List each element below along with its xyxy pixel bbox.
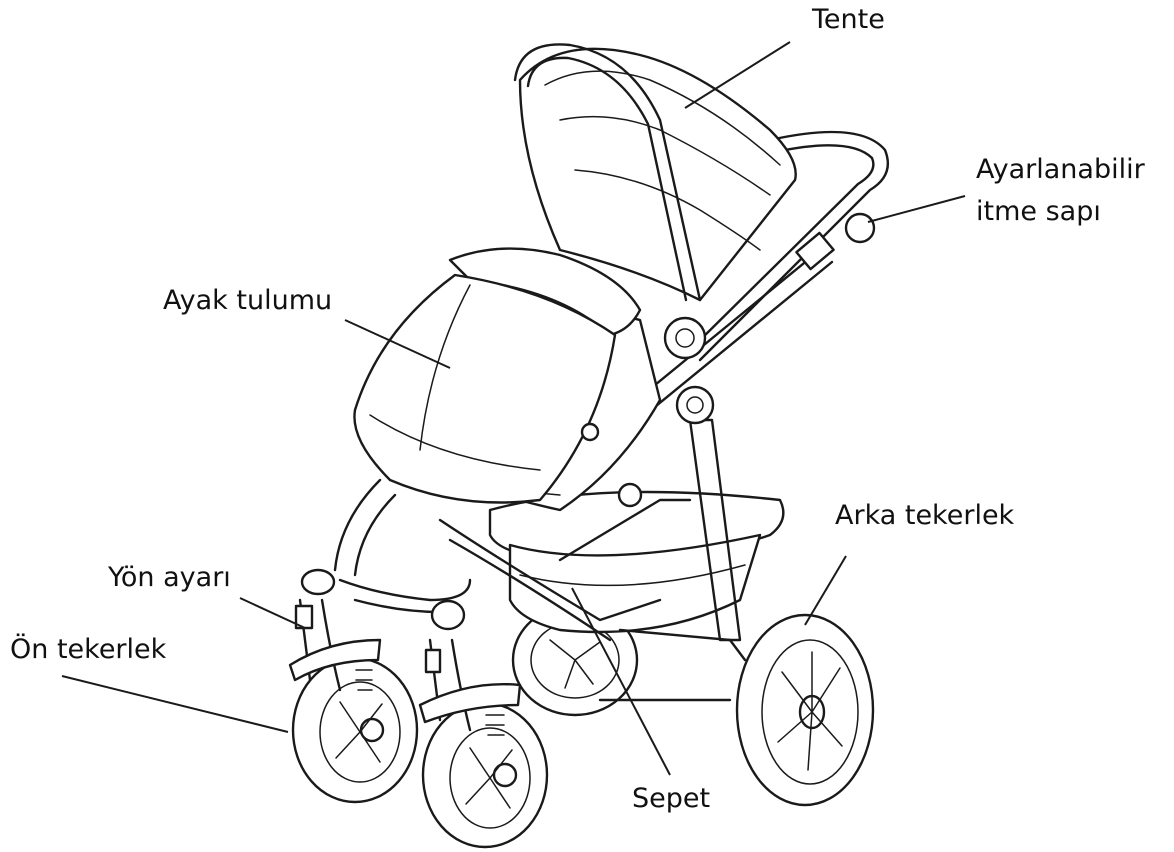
label-rear-wheel: Arka tekerlek <box>835 498 1014 534</box>
label-footmuff: Ayak tulumu <box>163 283 332 319</box>
leader-tente <box>685 42 790 108</box>
label-basket: Sepet <box>632 781 710 817</box>
label-push-handle-line2: itme sapı <box>976 194 1101 230</box>
leader-rear-wheel <box>805 556 846 625</box>
label-front-wheel: Ön tekerlek <box>10 632 166 668</box>
label-tente: Tente <box>812 2 885 38</box>
leader-push-handle <box>868 196 965 222</box>
front-wheel-left <box>290 570 417 802</box>
rear-wheel <box>737 615 873 805</box>
label-push-handle-line1: Ayarlanabilir <box>976 152 1145 188</box>
leader-front-wheel <box>62 676 288 732</box>
label-direction: Yön ayarı <box>108 560 231 596</box>
